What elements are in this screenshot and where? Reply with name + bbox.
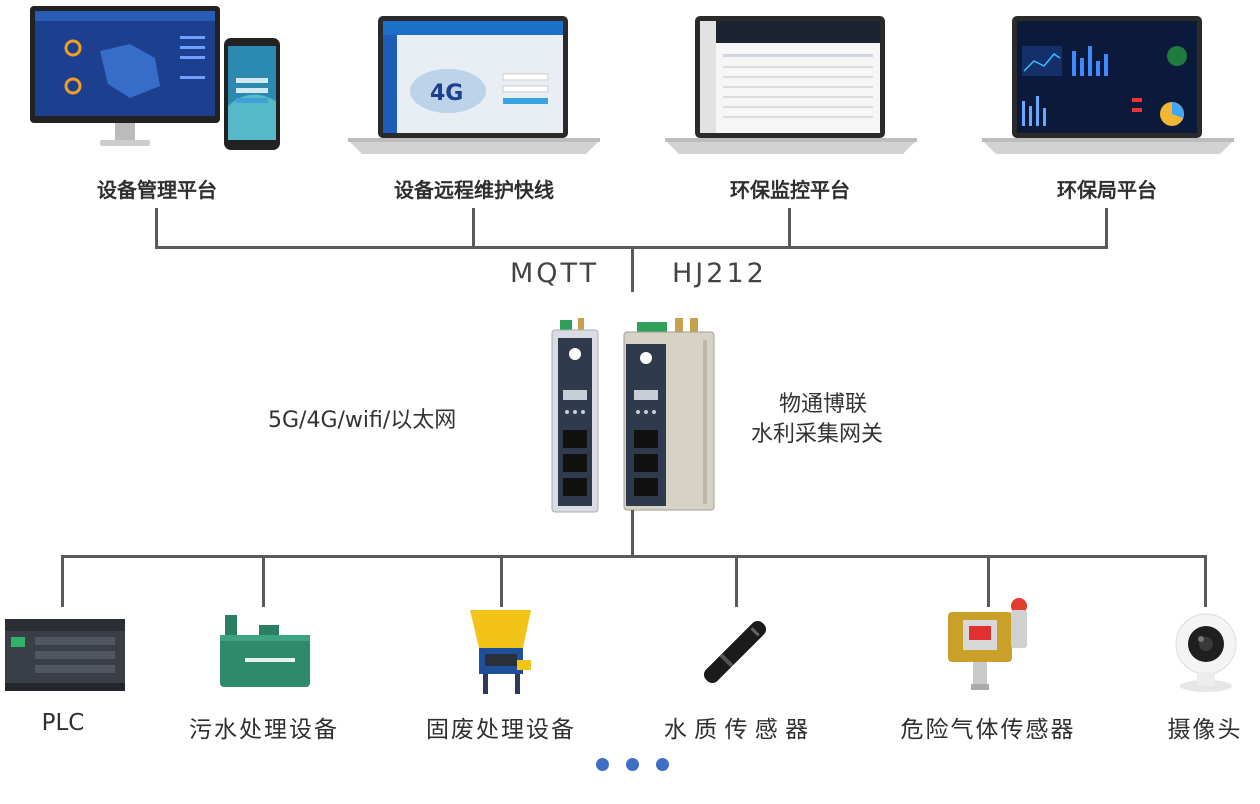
connector-line — [500, 555, 503, 607]
connector-line — [1105, 208, 1108, 249]
gateway-name-line2: 水利采集网关 — [751, 422, 884, 447]
monitor-phone-icon — [30, 6, 280, 150]
gateway-downlink-line — [631, 510, 634, 557]
svg-text:4G: 4G — [430, 81, 463, 106]
device-label-plc: PLC — [41, 710, 85, 736]
plc-icon — [5, 619, 125, 691]
sewage-tank-icon — [220, 615, 310, 687]
connector-line — [262, 555, 265, 607]
top-bus-line — [155, 246, 1108, 249]
gateway-name-line1: 物通博联 — [779, 392, 868, 417]
connector-line — [987, 555, 990, 607]
connector-line — [155, 208, 158, 249]
platform-label-env-bureau: 环保局平台 — [1057, 178, 1157, 202]
gateway-uplink-line — [631, 249, 634, 292]
protocol-mqtt: MQTT — [510, 258, 600, 289]
gateway-connectivity-label: 5G/4G/wifi/以太网 — [268, 408, 457, 433]
platform-label-env-monitoring: 环保监控平台 — [730, 178, 850, 202]
pagination-dot — [656, 758, 669, 771]
device-label-water-sensor: 水 质 传 感 器 — [663, 717, 809, 743]
laptop-icon — [665, 16, 917, 154]
device-label-solid-waste: 固废处理设备 — [426, 717, 576, 743]
platform-label-remote-maintenance: 设备远程维护快线 — [394, 178, 554, 202]
device-label-camera: 摄像头 — [1167, 717, 1243, 743]
platform-label-device-management: 设备管理平台 — [97, 178, 217, 202]
camera-icon — [1175, 613, 1237, 692]
connector-line — [1204, 555, 1207, 607]
device-label-gas-sensor: 危险气体传感器 — [900, 717, 1076, 743]
pagination-dot — [626, 758, 639, 771]
connector-line — [788, 208, 791, 249]
protocol-hj212: HJ212 — [672, 258, 767, 289]
connector-line — [472, 208, 475, 249]
pagination-dot — [596, 758, 609, 771]
water-sensor-icon — [703, 620, 767, 684]
connector-line — [61, 555, 64, 607]
device-label-sewage: 污水处理设备 — [189, 717, 339, 743]
gateway-device-icon — [551, 318, 715, 513]
laptop-dashboard-icon — [982, 16, 1234, 154]
laptop-icon: 4G — [348, 16, 600, 154]
connector-line — [735, 555, 738, 607]
gas-detector-icon — [948, 598, 1027, 690]
shredder-icon — [470, 610, 531, 694]
bottom-bus-line — [61, 555, 1207, 558]
